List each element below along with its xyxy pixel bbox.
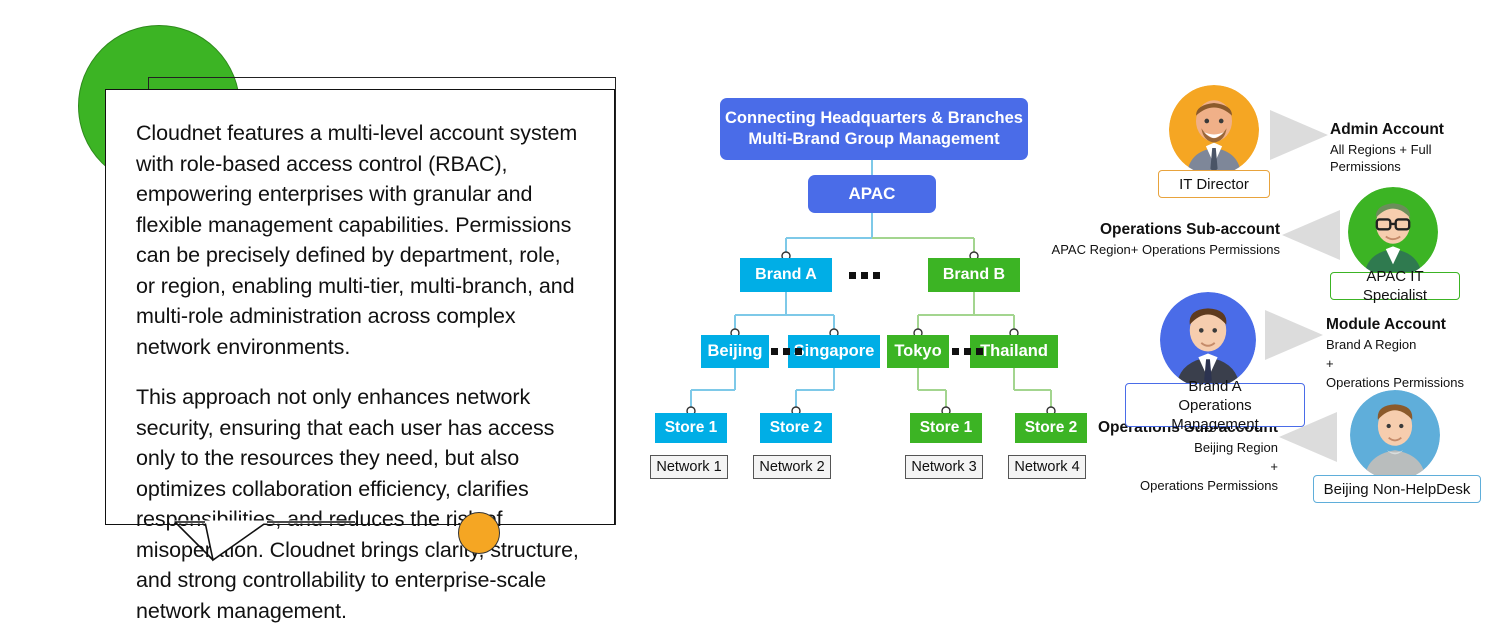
account-detail-admin-1: All Regions + Full Permissions xyxy=(1330,142,1432,174)
account-detail-operations-beijing-1: Beijing Region xyxy=(1194,440,1278,455)
account-detail-operations-beijing-3: Operations Permissions xyxy=(1140,478,1278,493)
ellipsis-brand-b-cities xyxy=(952,348,983,355)
account-detail-module-2: + xyxy=(1326,356,1334,371)
account-detail-operations-beijing-2: + xyxy=(1270,459,1278,474)
callout-text-box: Cloudnet features a multi-level account … xyxy=(105,89,615,623)
name-tag-it-director[interactable]: IT Director xyxy=(1158,170,1270,198)
tree-node-store-tokyo-1[interactable]: Store 1 xyxy=(910,413,982,443)
arrow-left-operations-subaccount-apac xyxy=(1282,210,1340,260)
name-tag-apac-it-specialist[interactable]: APAC IT Specialist xyxy=(1330,268,1460,304)
avatar-it-director xyxy=(1169,85,1259,175)
tree-node-brand-b[interactable]: Brand B xyxy=(928,258,1020,292)
callout-tail xyxy=(175,520,355,562)
avatar-beijing-non-helpdesk xyxy=(1350,390,1440,480)
tree-node-city-thailand[interactable]: Thailand xyxy=(970,335,1058,368)
orange-circle-decoration xyxy=(458,512,500,554)
hq-line-1: Connecting Headquarters & Branches xyxy=(725,109,1023,127)
tree-node-store-tokyo-2[interactable]: Store 2 xyxy=(1015,413,1087,443)
tree-node-headquarters[interactable]: Connecting Headquarters & Branches Multi… xyxy=(720,98,1028,160)
tree-node-store-beijing-2[interactable]: Store 2 xyxy=(760,413,832,443)
callout-paragraph-1: Cloudnet features a multi-level account … xyxy=(136,121,578,359)
tree-node-apac[interactable]: APAC xyxy=(808,175,936,213)
org-tree: Connecting Headquarters & Branches Multi… xyxy=(640,60,1120,560)
name-tag-brand-a-line-1: Brand A xyxy=(1188,377,1242,395)
avatar-brand-a-operations-manager xyxy=(1160,292,1256,388)
hq-line-2: Multi-Brand Group Management xyxy=(748,130,1000,148)
name-tag-brand-a-line-2: Operations Management xyxy=(1171,396,1259,433)
account-detail-module-1: Brand A Region xyxy=(1326,337,1417,352)
account-detail-operations-apac-1: APAC Region+ Operations Permissions xyxy=(1051,242,1280,257)
tree-node-brand-a[interactable]: Brand A xyxy=(740,258,832,292)
account-label-operations-apac: Operations Sub-account APAC Region+ Oper… xyxy=(1040,220,1280,258)
account-title-operations-apac: Operations Sub-account xyxy=(1100,221,1280,238)
ellipsis-brand-a-cities xyxy=(771,348,802,355)
tree-node-city-beijing[interactable]: Beijing xyxy=(701,335,769,368)
tree-node-city-tokyo[interactable]: Tokyo xyxy=(887,335,949,368)
account-title-admin: Admin Account xyxy=(1330,121,1444,138)
account-label-module: Module Account Brand A Region + Operatio… xyxy=(1326,315,1500,391)
avatar-apac-it-specialist xyxy=(1348,187,1438,277)
account-detail-module-3: Operations Permissions xyxy=(1326,375,1464,390)
name-tag-beijing-non-helpdesk[interactable]: Beijing Non-HelpDesk xyxy=(1313,475,1481,503)
tree-node-network-4[interactable]: Network 4 xyxy=(1008,455,1086,479)
arrow-right-admin-account xyxy=(1270,110,1328,160)
tree-node-network-2[interactable]: Network 2 xyxy=(753,455,831,479)
account-label-admin: Admin Account All Regions + Full Permiss… xyxy=(1330,120,1500,175)
account-title-module: Module Account xyxy=(1326,316,1446,333)
account-roles-panel: IT Director Admin Account All Regions + … xyxy=(1030,70,1500,570)
name-tag-brand-a-operations[interactable]: Brand A Operations Management xyxy=(1125,378,1305,433)
tree-node-store-beijing-1[interactable]: Store 1 xyxy=(655,413,727,443)
tree-node-network-3[interactable]: Network 3 xyxy=(905,455,983,479)
ellipsis-brands xyxy=(849,272,880,279)
tree-node-network-1[interactable]: Network 1 xyxy=(650,455,728,479)
arrow-right-module-account xyxy=(1265,310,1323,360)
tree-node-city-singapore[interactable]: Singapore xyxy=(788,335,880,368)
arrow-left-operations-subaccount-beijing xyxy=(1279,412,1337,462)
